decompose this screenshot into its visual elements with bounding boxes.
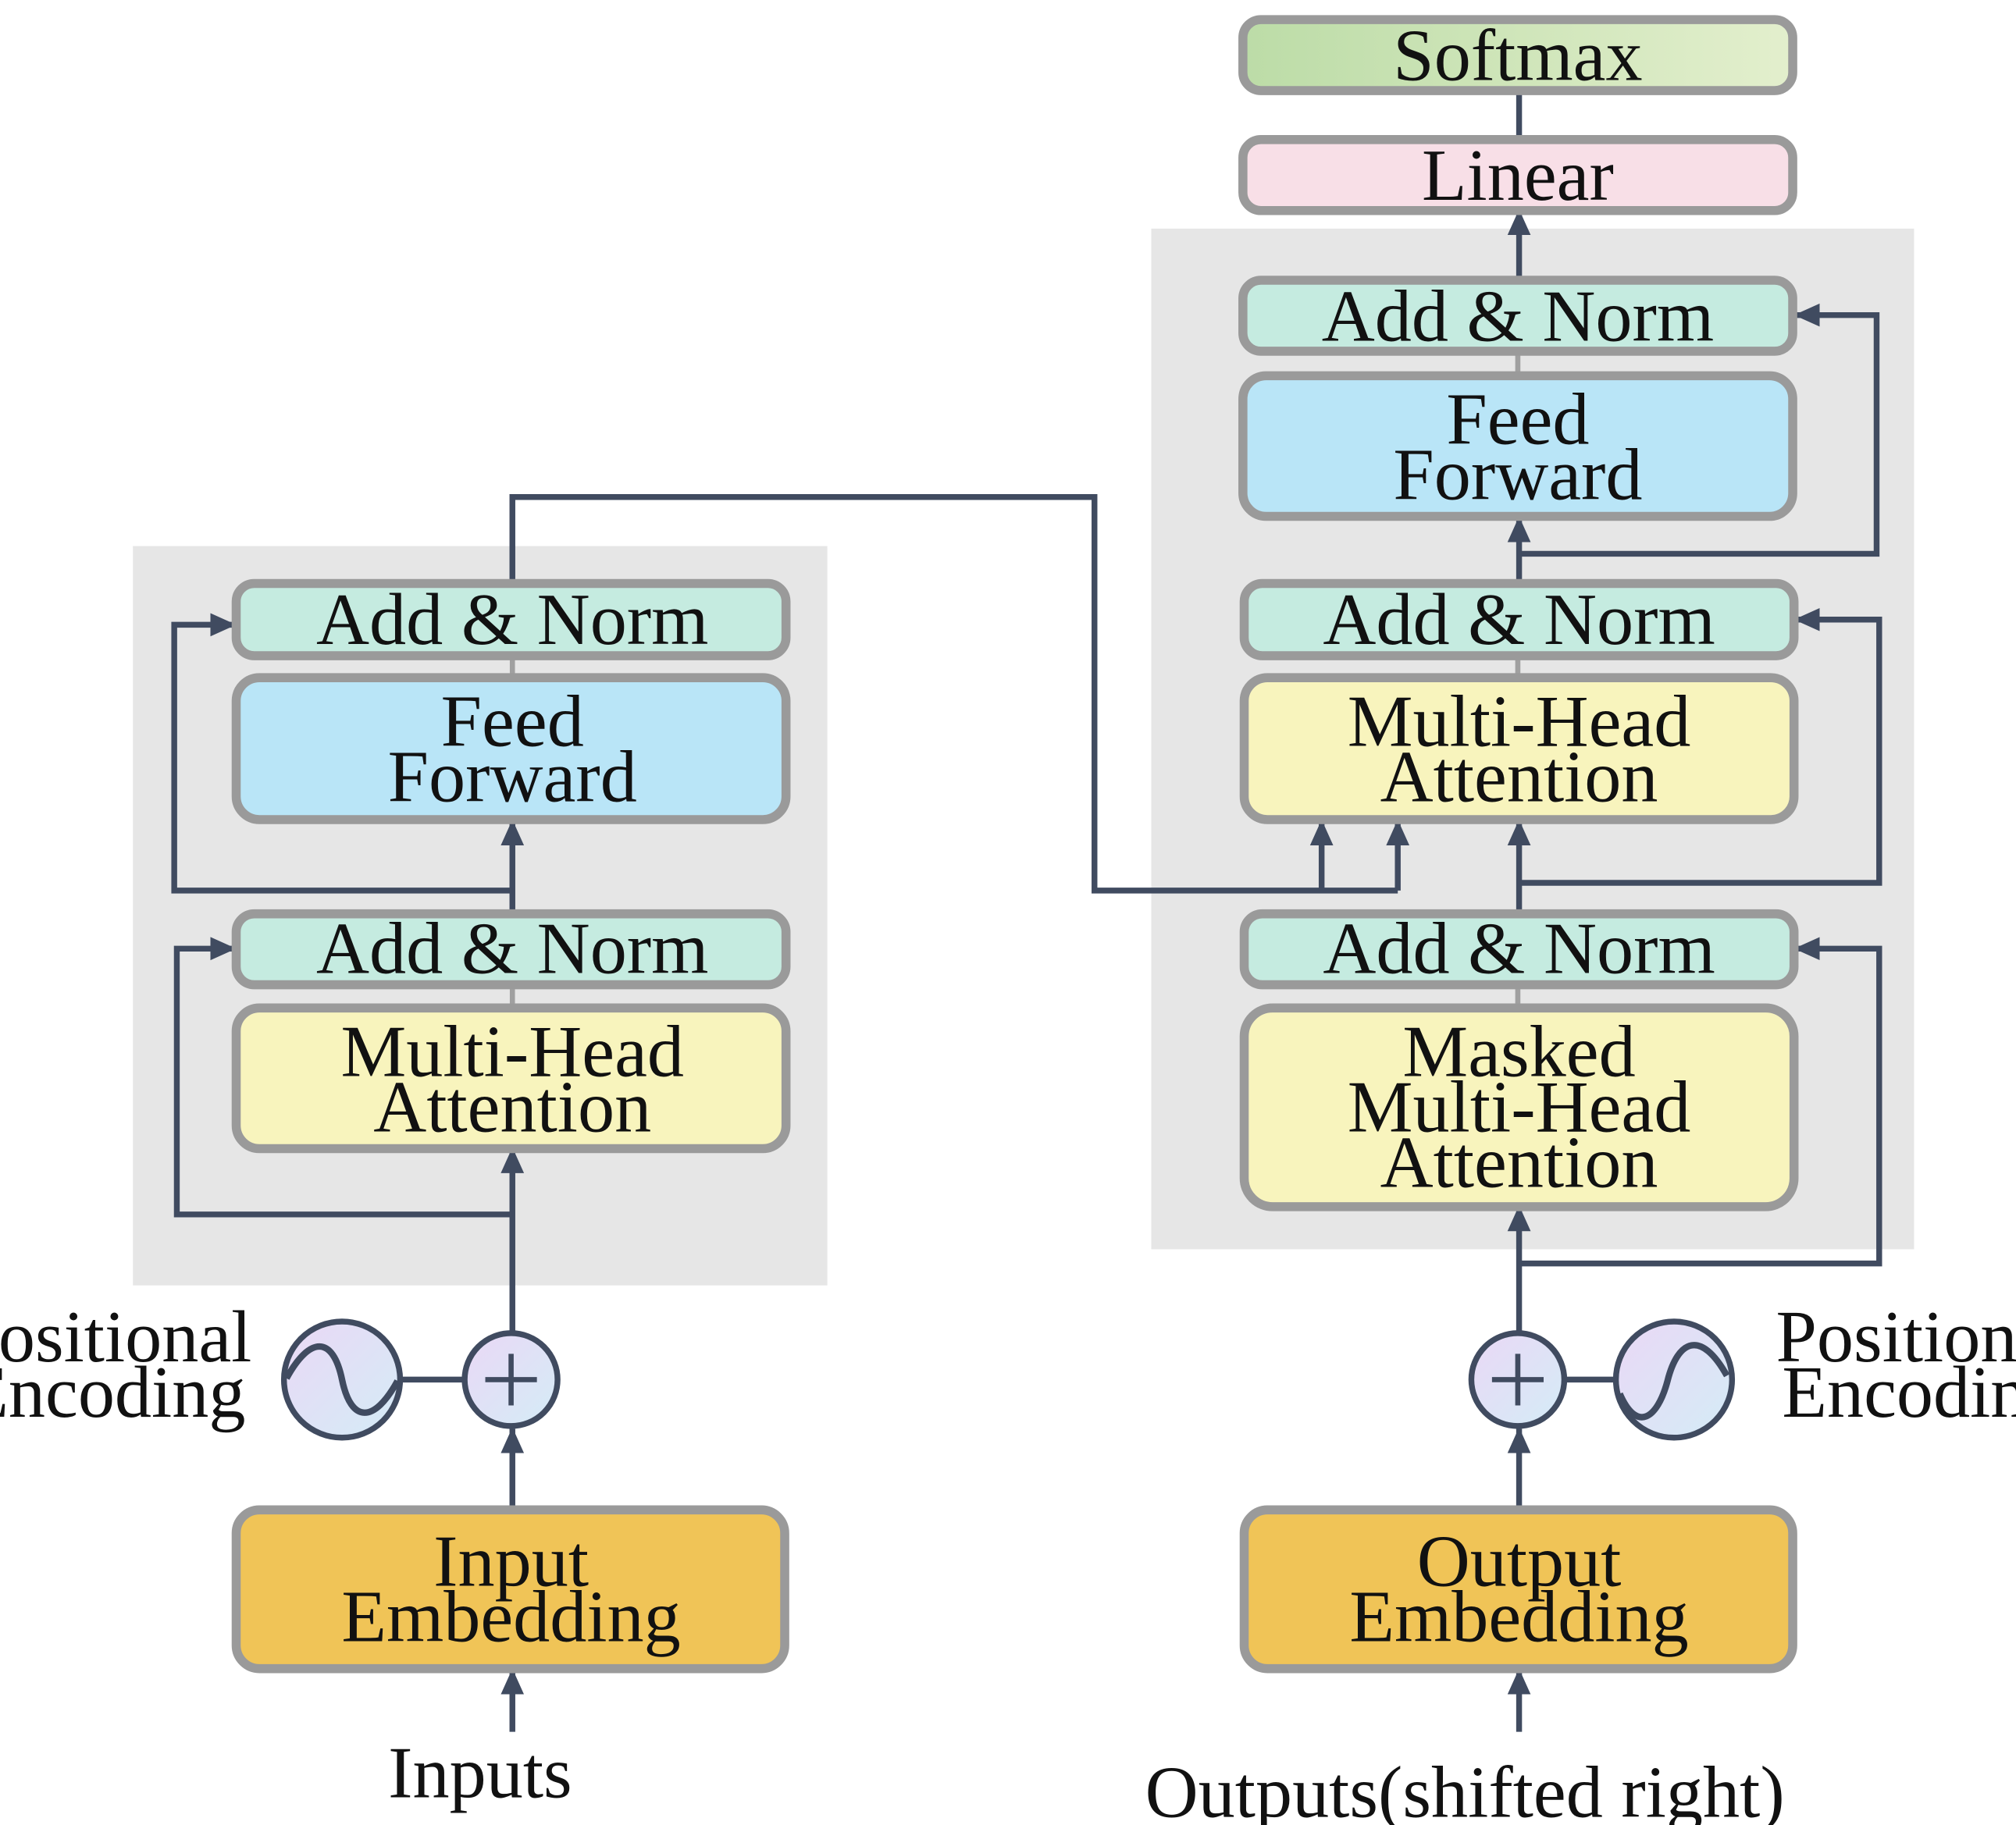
encoder-multi-head-attention [231, 1003, 791, 1154]
decoder-feed-forward-label-2: Forward [1393, 435, 1642, 516]
encoder-embedding-label-2: Embedding [341, 1577, 680, 1658]
decoder-residual-2 [1519, 607, 1882, 886]
encoder-add-norm-bottom-label: Add & Norm [316, 908, 708, 989]
encoder-feed-forward-label-2: Forward [388, 736, 637, 817]
decoder-softmax [1238, 15, 1797, 95]
encoder-feed-forward-label-1: Feed [441, 681, 584, 762]
encoder-add-norm-top-label: Add & Norm [316, 579, 708, 660]
decoder-masked-multi-head-attention [1239, 1003, 1799, 1211]
encoder-positional-label-1: Positional [0, 1297, 251, 1378]
decoder-add-norm-middle-label: Add & Norm [1323, 579, 1715, 660]
decoder-positional-encoding-icon [1612, 1318, 1736, 1441]
decoder-attention-label-2: Attention [1380, 736, 1658, 817]
decoder-embedding-label-1: Output [1417, 1521, 1622, 1602]
decoder-multi-head-attention [1239, 673, 1799, 824]
decoder-add-norm-top [1238, 276, 1797, 356]
decoder-sine-wave-icon [1616, 1342, 1730, 1421]
decoder-add-norm-bottom [1239, 909, 1799, 990]
decoder-positional-label-2: Encoding [1782, 1352, 2016, 1433]
encoder-inputs-label: Inputs [388, 1733, 572, 1814]
decoder-outputs-label: Outputs(shifted right) [1145, 1752, 1785, 1825]
decoder-embedding-label-2: Embedding [1349, 1577, 1688, 1658]
decoder-add-norm-bottom-label: Add & Norm [1323, 908, 1715, 989]
encoder-to-decoder-connection [509, 494, 1398, 894]
encoder-attention-label-2: Attention [373, 1067, 651, 1148]
decoder-attention-label-1: Multi-Head [1348, 681, 1691, 762]
encoder-attention-label-1: Multi-Head [340, 1012, 684, 1093]
decoder-linear [1238, 135, 1797, 215]
encoder-residual-2 [171, 613, 513, 894]
decoder-positional-label-1: Positional [1776, 1297, 2016, 1378]
decoder-residual-3 [1519, 303, 1880, 557]
decoder-add-norm-middle [1239, 578, 1799, 660]
decoder-add-norm-top-label: Add & Norm [1322, 276, 1714, 357]
encoder-feed-forward [231, 673, 791, 824]
encoder-embedding-label-1: Input [433, 1521, 589, 1602]
decoder-masked-label-1: Masked [1402, 1012, 1635, 1093]
encoder-residual-1 [173, 937, 513, 1218]
decoder-output-embedding [1239, 1505, 1797, 1674]
decoder-feed-forward [1238, 371, 1797, 521]
decoder-feed-forward-label-1: Feed [1446, 379, 1589, 461]
decoder-linear-label: Linear [1422, 135, 1614, 216]
encoder-input-embedding [231, 1505, 789, 1674]
encoder-sine-wave-icon [283, 1343, 401, 1416]
decoder-residual-1 [1519, 937, 1882, 1267]
encoder-add-norm-bottom [231, 909, 791, 990]
decoder-masked-label-2: Multi-Head [1348, 1067, 1691, 1148]
encoder-positional-label-2: Encoding [0, 1352, 245, 1433]
encoder-add-norm-top [231, 578, 791, 660]
decoder-softmax-label: Softmax [1393, 15, 1642, 96]
decoder-masked-label-3: Attention [1380, 1122, 1658, 1204]
